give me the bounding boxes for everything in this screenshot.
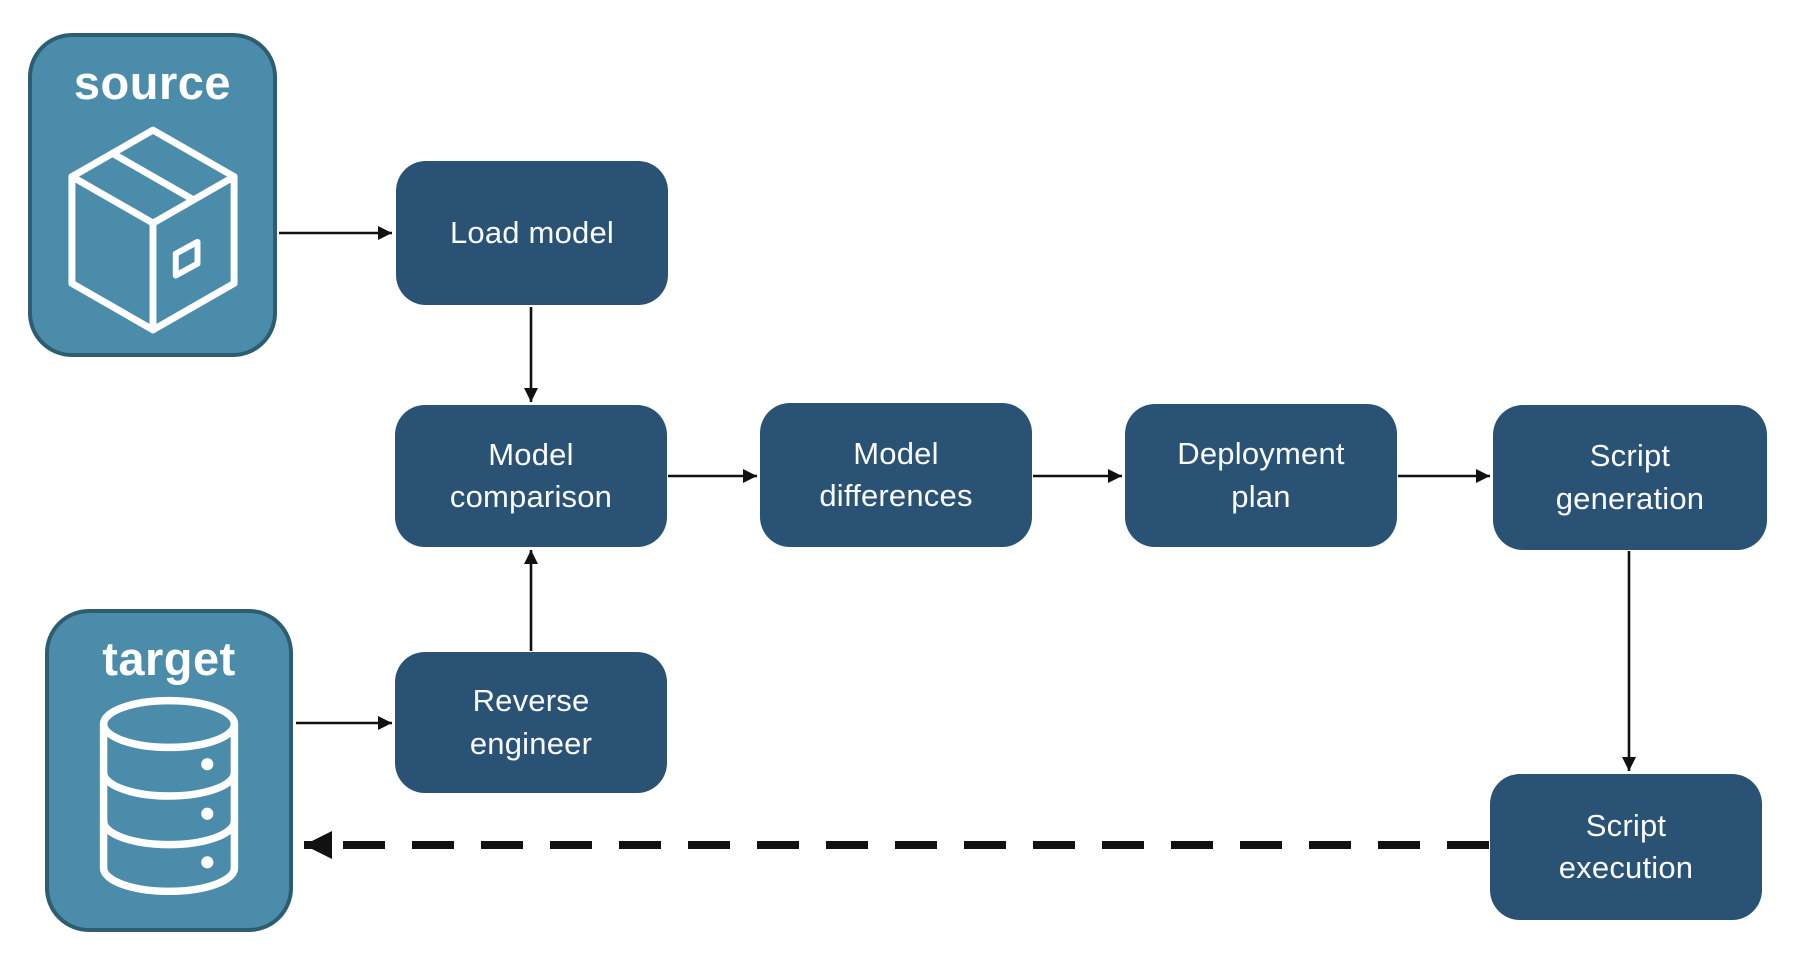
node-label: Script generation bbox=[1555, 438, 1705, 516]
node-script-execution: Script execution bbox=[1490, 774, 1762, 920]
node-label: Model differences bbox=[819, 435, 973, 513]
node-script-generation: Script generation bbox=[1493, 405, 1767, 550]
node-load-model: Load model bbox=[396, 161, 668, 305]
node-label: Model comparison bbox=[449, 436, 613, 514]
node-deployment-plan: Deployment plan bbox=[1125, 404, 1397, 547]
node-label: Script execution bbox=[1558, 807, 1694, 885]
node-label: Deployment plan bbox=[1177, 436, 1345, 514]
endpoint-target: target bbox=[45, 609, 293, 932]
target-label: target bbox=[102, 632, 236, 685]
endpoint-source: source bbox=[28, 33, 277, 357]
node-label: Load model bbox=[449, 214, 614, 250]
package-icon bbox=[67, 126, 238, 334]
node-model-differences: Model differences bbox=[760, 403, 1032, 547]
node-label: Reverse engineer bbox=[469, 683, 593, 761]
source-label: source bbox=[73, 56, 232, 109]
node-reverse-engineer: Reverse engineer bbox=[395, 652, 667, 793]
node-model-comparison: Model comparison bbox=[395, 405, 667, 547]
database-icon bbox=[99, 696, 239, 896]
